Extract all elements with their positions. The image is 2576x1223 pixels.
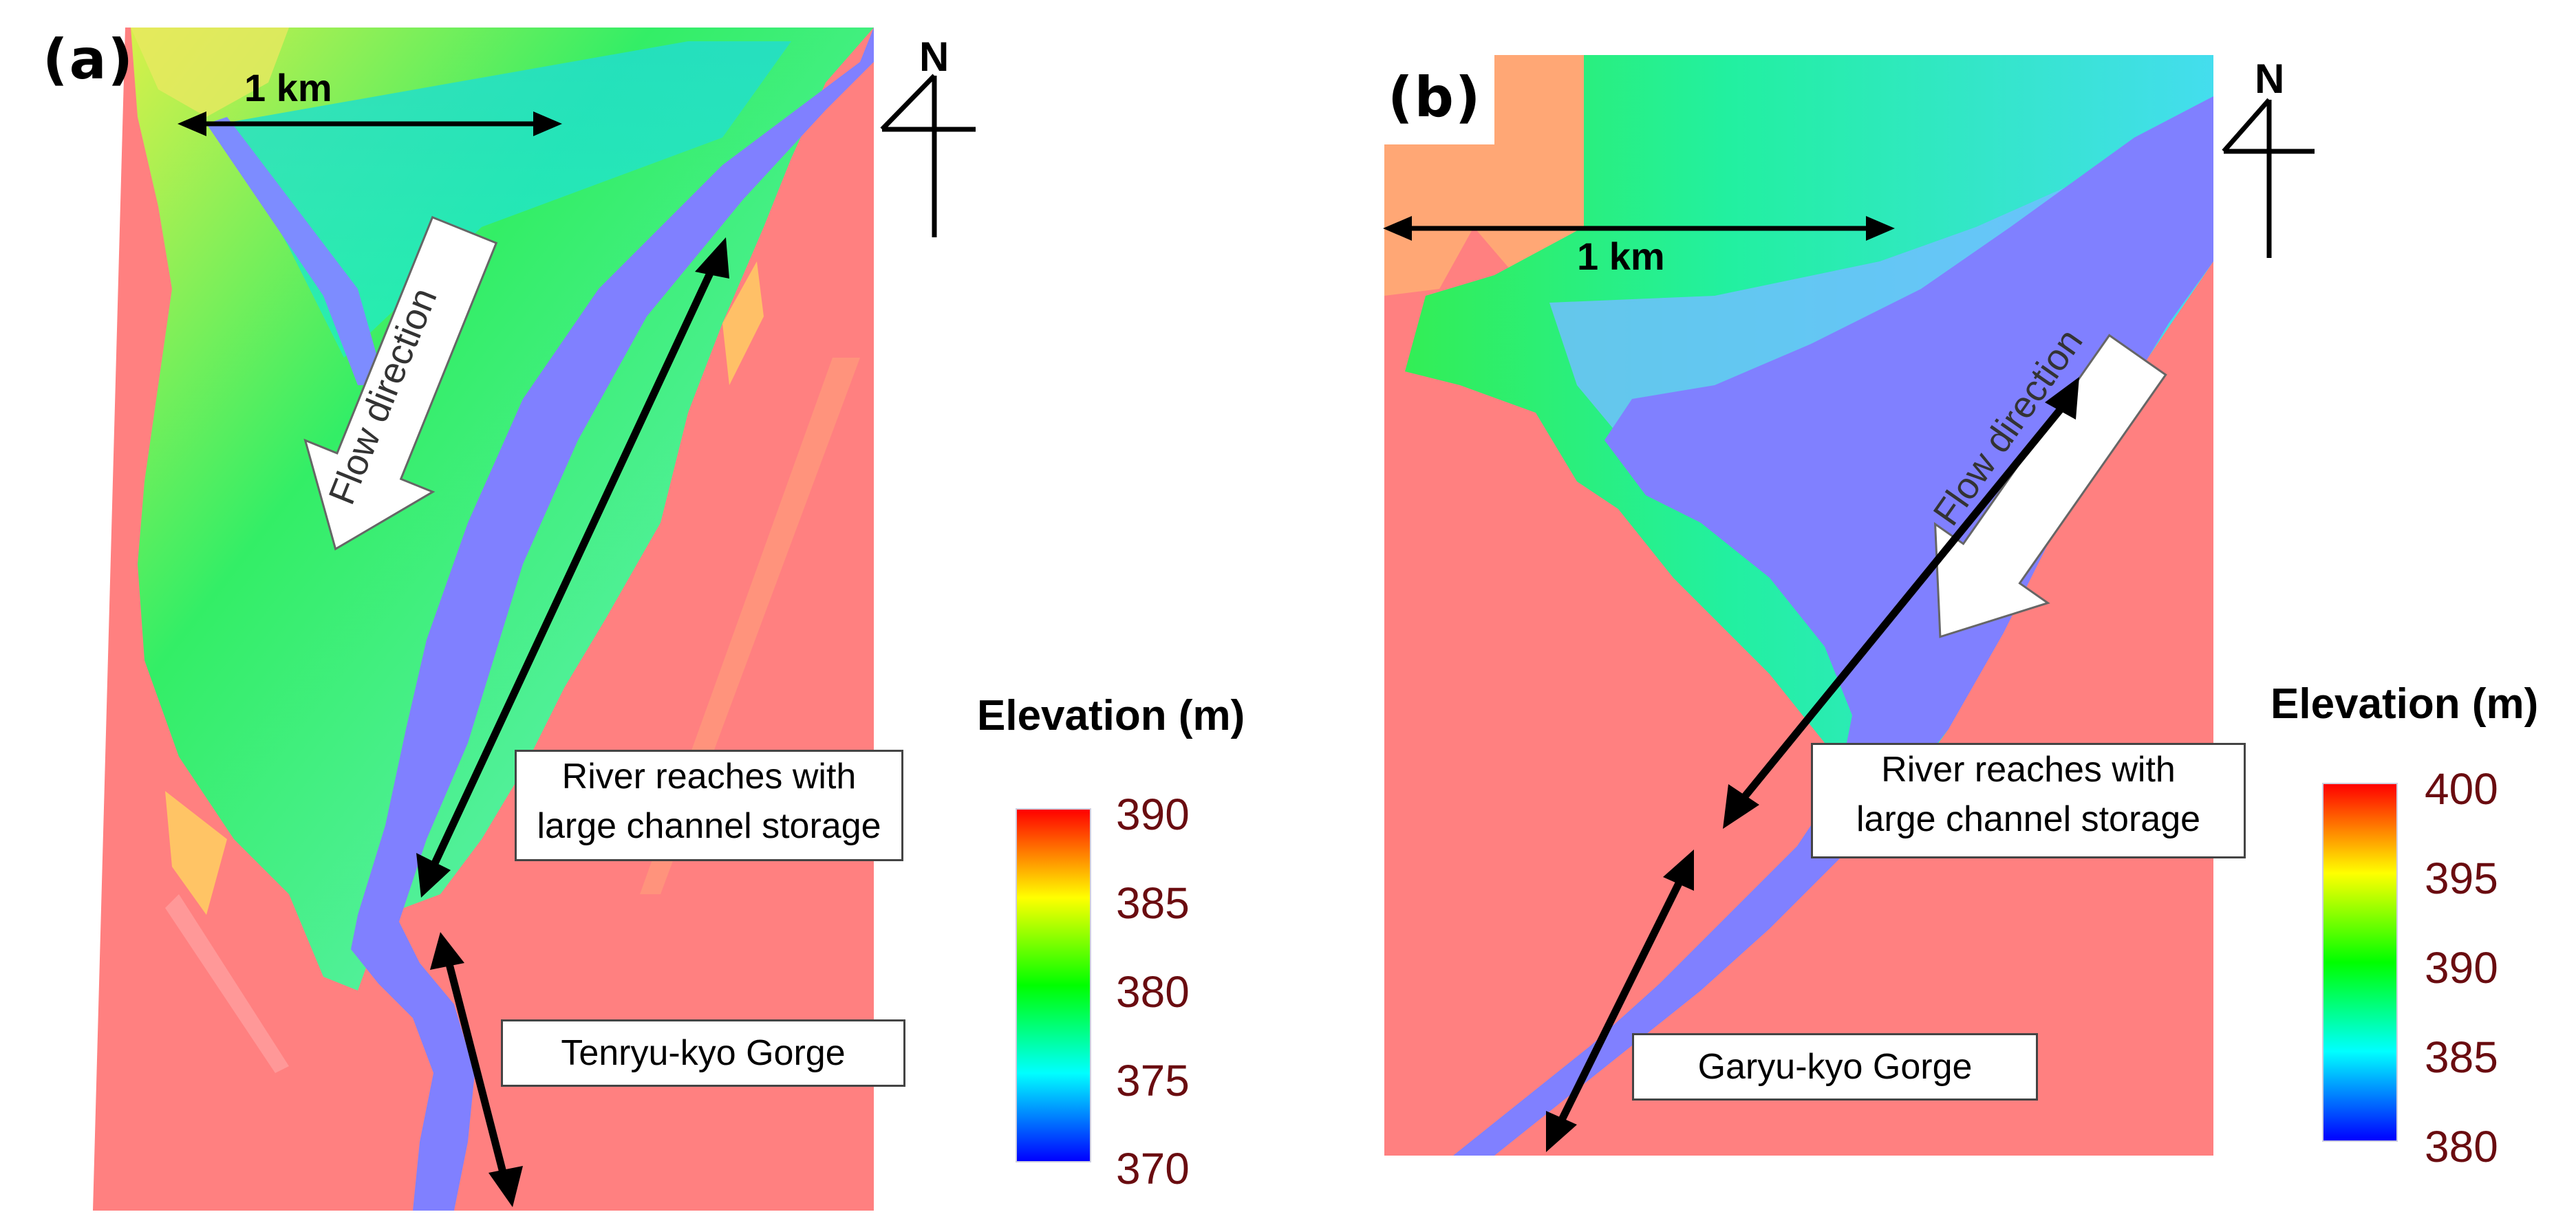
callout-gorge-a: Tenryu-kyo Gorge [501,1019,905,1087]
legend-colorbar-a [1016,808,1091,1162]
callout-large-storage-line2-a: large channel storage [537,806,881,846]
legend-tick-b-3: 385 [2425,1032,2498,1082]
legend-tick-b-2: 390 [2425,943,2498,993]
gorge-double-arrow-b [1546,849,1694,1152]
legend-tick-b-0: 400 [2425,764,2498,814]
elevation-map-b [1383,55,2315,1156]
reach-double-arrow-b [1723,377,2079,829]
scale-label-a: 1 km [244,66,332,109]
elevation-map-a [93,28,976,1211]
legend-tick-a-3: 375 [1116,1056,1190,1105]
scale-bar-b [1383,216,1895,241]
river-channel-b [1453,96,2213,1156]
north-label-b: N [2255,56,2285,102]
north-arrow-a [880,74,976,237]
flow-direction-arrow-b [1933,334,2167,638]
legend-tick-a-0: 390 [1116,790,1190,839]
north-arrow-b [2222,98,2315,258]
legend-tick-a-4: 370 [1116,1144,1190,1193]
legend-title-b: Elevation (m) [2271,680,2539,728]
reach-double-arrow-a [416,237,729,898]
callout-large-storage-b: River reaches with large channel storage [1811,743,2246,858]
legend-tick-b-1: 395 [2425,854,2498,903]
flow-direction-arrow-a [303,215,498,551]
callout-gorge-b: Garyu-kyo Gorge [1632,1033,2038,1101]
panel-label-b: (b) [1388,65,1482,129]
legend-tick-a-2: 380 [1116,967,1190,1017]
scale-label-b: 1 km [1577,235,1665,278]
legend-colorbar-b [2322,783,2398,1142]
north-label-a: N [919,34,949,80]
river-channel-a [351,28,874,1211]
legend-tick-b-4: 380 [2425,1122,2498,1171]
legend-title-a: Elevation (m) [977,692,1245,739]
callout-large-storage-line1-a: River reaches with [561,757,857,797]
panel-a: (a) 1 km N Flow direction River reaches … [43,28,1245,1211]
callout-large-storage-a: River reaches with large channel storage [515,750,903,861]
panel-b: (b) 1 km N Flow direction River reaches … [1288,0,2576,1223]
panel-label-a: (a) [43,28,135,91]
callout-large-storage-line2-b: large channel storage [1856,799,2201,839]
callout-large-storage-line1-b: River reaches with [1881,750,2176,790]
gorge-double-arrow-a [430,932,523,1207]
scale-bar-a [178,111,562,136]
legend-tick-a-1: 385 [1116,878,1190,928]
